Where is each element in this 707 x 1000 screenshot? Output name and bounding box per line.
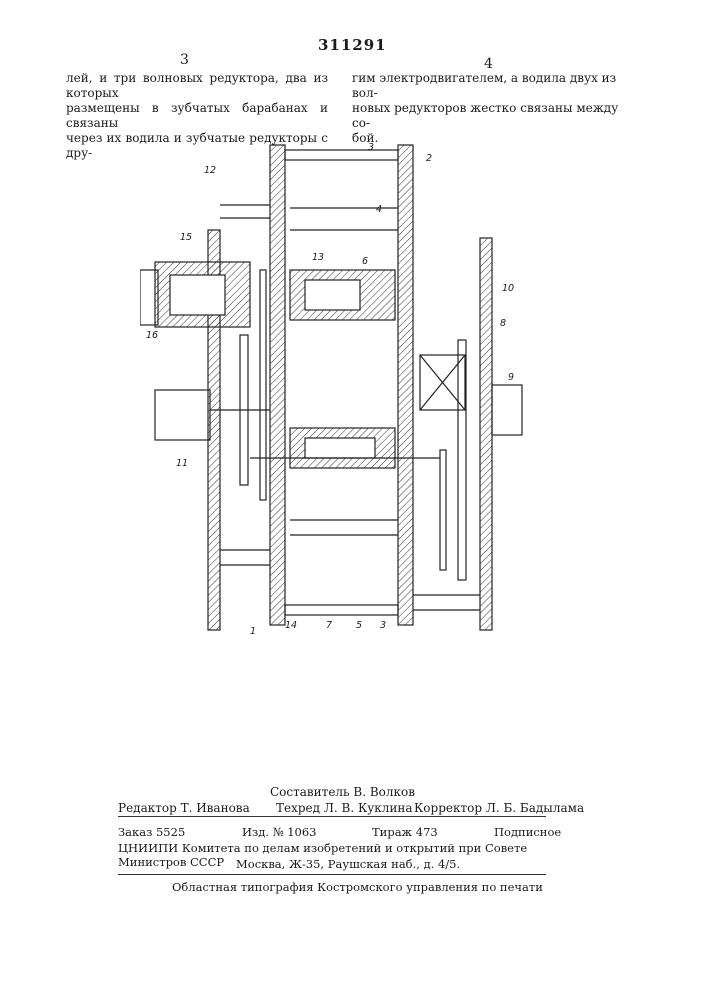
right-column-text: гим электродвигателем, а водила двух из … bbox=[352, 71, 624, 146]
mechanism-drawing bbox=[140, 140, 530, 640]
part-label: 6 bbox=[362, 256, 368, 267]
part-label: 14 bbox=[285, 620, 297, 631]
tech-editor: Техред Л. В. Куклина bbox=[276, 801, 413, 815]
corrector: Корректор Л. Б. Бадылама bbox=[414, 801, 584, 815]
part-label: 1 bbox=[250, 626, 256, 637]
gear-disc bbox=[440, 450, 446, 570]
patent-number: 311291 bbox=[318, 36, 387, 54]
part-label: 7 bbox=[326, 620, 332, 631]
composer: Составитель В. Волков bbox=[270, 785, 415, 799]
part-label: 2 bbox=[426, 153, 432, 164]
drum-wall-left bbox=[270, 145, 285, 625]
column-number-left: 3 bbox=[180, 52, 189, 68]
part-label: 3 bbox=[368, 142, 374, 153]
part-label: 5 bbox=[356, 620, 362, 631]
edition-number: Изд. № 1063 bbox=[242, 825, 317, 839]
part-label: 15 bbox=[180, 232, 192, 243]
part-label: 13 bbox=[312, 252, 324, 263]
drum-wall-right bbox=[398, 145, 413, 625]
gear-disc bbox=[260, 270, 266, 500]
divider bbox=[118, 816, 546, 817]
part-label: 8 bbox=[500, 318, 506, 329]
bottom-shaft bbox=[285, 605, 398, 615]
top-shaft bbox=[285, 150, 398, 160]
text-line: новых редукторов жестко связаны между со… bbox=[352, 101, 624, 131]
part-label: 16 bbox=[146, 330, 158, 341]
part-label: 11 bbox=[176, 458, 188, 469]
order-number: Заказ 5525 bbox=[118, 825, 185, 839]
column-number-right: 4 bbox=[484, 56, 493, 72]
address: Москва, Ж-35, Раушская наб., д. 4/5. bbox=[236, 857, 460, 871]
printer: Областная типография Костромского управл… bbox=[172, 880, 543, 894]
circulation: Тираж 473 bbox=[372, 825, 438, 839]
text-line: лей, и три волновых редуктора, два из ко… bbox=[66, 71, 328, 101]
part-label: 10 bbox=[502, 283, 514, 294]
text-line: гим электродвигателем, а водила двух из … bbox=[352, 71, 624, 101]
left-shaft-stub bbox=[155, 390, 210, 440]
part-label: 4 bbox=[376, 204, 382, 215]
subscription: Подписное bbox=[494, 825, 561, 839]
divider bbox=[118, 874, 546, 875]
frame-plate-right bbox=[480, 238, 492, 630]
text-line: размещены в зубчатых барабанах и связаны bbox=[66, 101, 328, 131]
part-label: 9 bbox=[508, 372, 514, 383]
editor: Редактор Т. Иванова bbox=[118, 801, 250, 815]
right-shaft-stub bbox=[492, 385, 522, 435]
part-label: 3 bbox=[380, 620, 386, 631]
part-label: 12 bbox=[204, 165, 216, 176]
